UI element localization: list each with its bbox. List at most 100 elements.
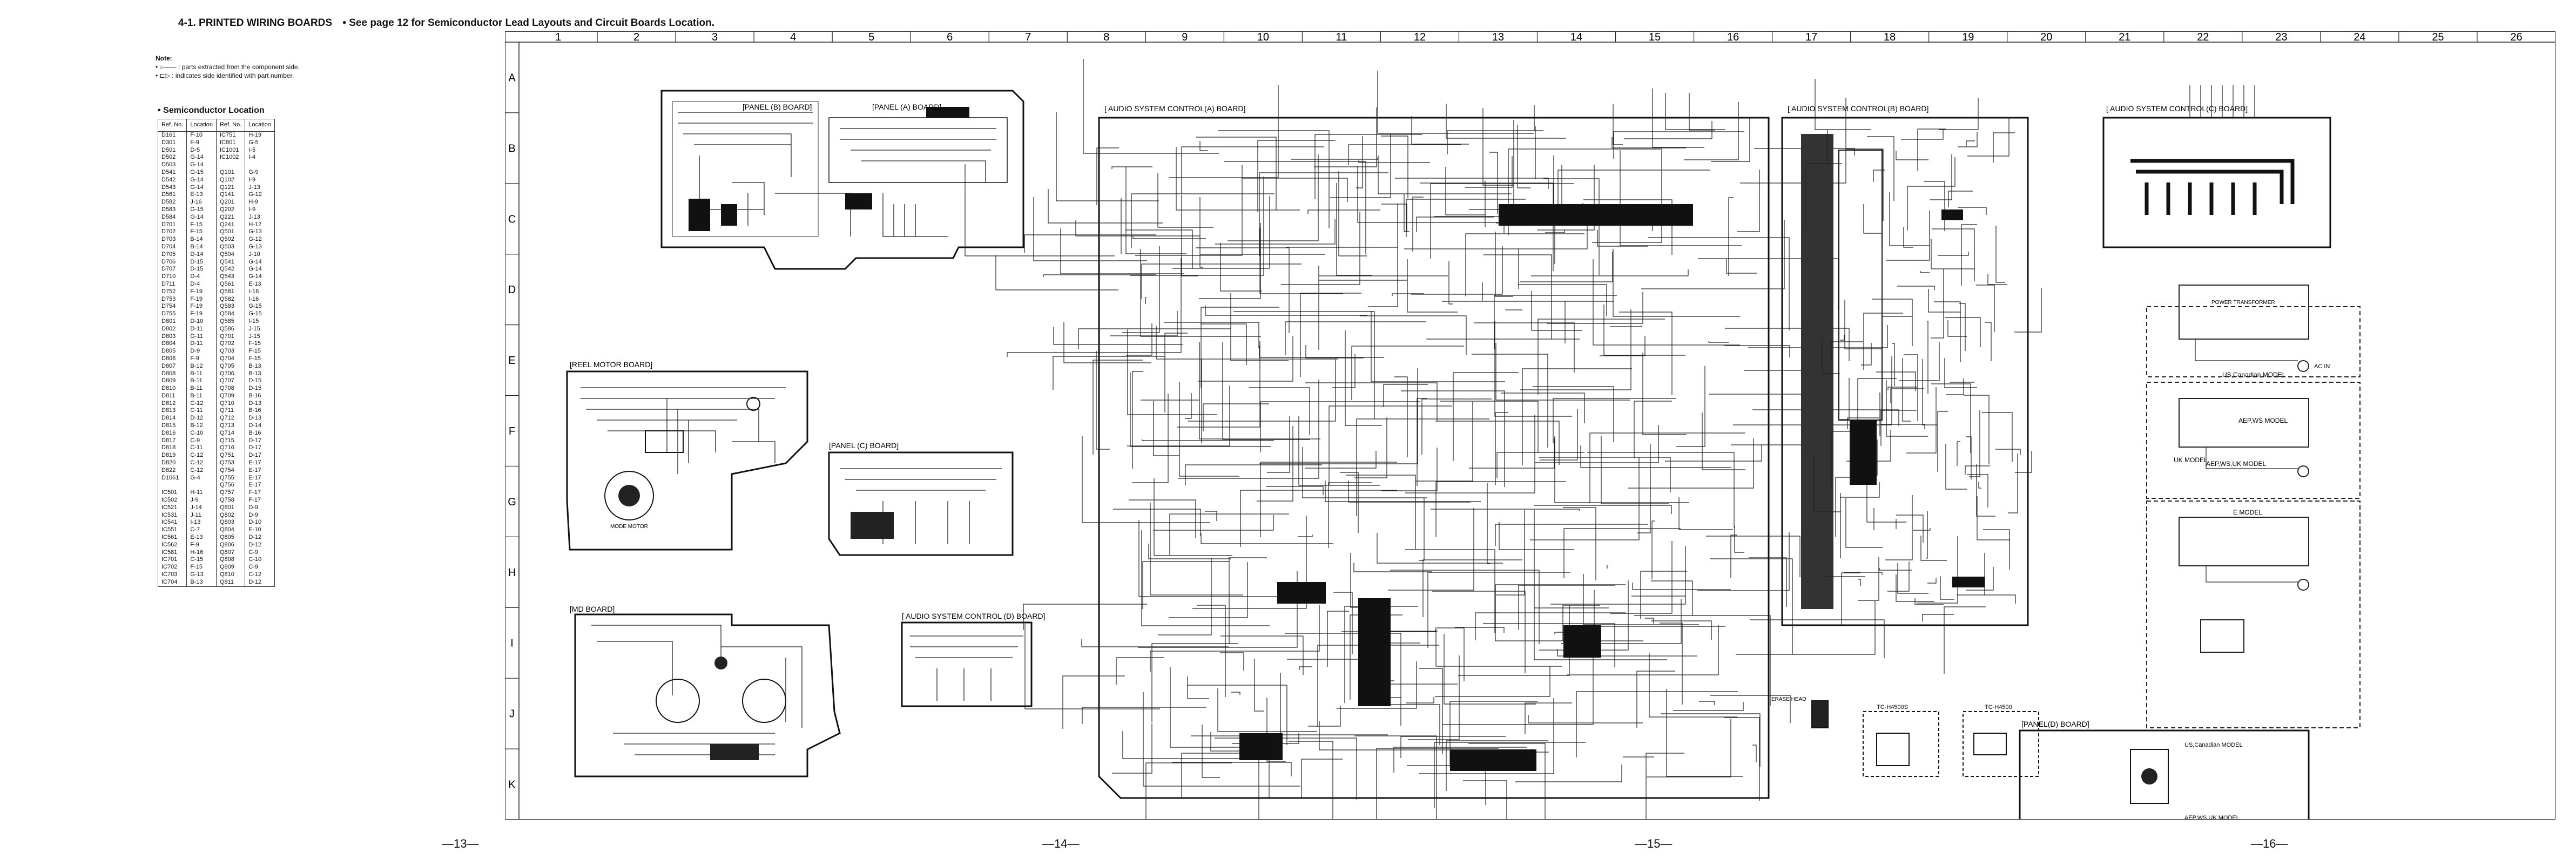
label-tc-h4500s: TC-H4500S (1877, 704, 1908, 711)
table-cell: E-10 (245, 526, 275, 535)
table-cell: Q756 (215, 482, 246, 490)
table-cell: Q701 (215, 333, 246, 341)
label-panel-c: [PANEL (C) BOARD] (829, 441, 899, 450)
table-cell: Q757 (215, 489, 246, 497)
table-cell: Q707 (215, 377, 246, 385)
table-cell: B-11 (186, 370, 217, 378)
board-labels: [PANEL (B) BOARD] [PANEL (A) BOARD] [ AU… (570, 103, 2330, 820)
table-cell: Q702 (215, 340, 246, 348)
grid-row-label: B (508, 143, 515, 154)
section-subtitle: • See page 12 for Semiconductor Lead Lay… (342, 17, 714, 29)
table-cell: G-12 (245, 236, 275, 244)
grid-row-label: J (509, 708, 515, 720)
col-header-ref1: Ref. No. (157, 119, 187, 132)
table-cell: Q705 (215, 362, 246, 370)
table-cell: C-11 (186, 407, 217, 415)
table-cell: Q504 (215, 251, 246, 259)
table-cell: D710 (157, 273, 187, 281)
table-cell: IC703 (157, 571, 187, 579)
table-cell: IC562 (157, 541, 187, 549)
table-cell: D-12 (245, 534, 275, 542)
grid-column-label: 24 (2354, 31, 2365, 43)
table-cell: I-16 (245, 295, 275, 303)
table-cell: D561 (157, 191, 187, 199)
table-cell: J-11 (186, 511, 217, 519)
note-title: Note: (156, 55, 172, 62)
table-cell: D-4 (186, 280, 217, 288)
table-cell: IC502 (157, 497, 187, 504)
grid-column-label: 11 (1336, 31, 1347, 43)
table-cell: D582 (157, 199, 187, 206)
table-cell: E-13 (186, 534, 217, 542)
table-cell: Q715 (215, 437, 246, 445)
table-cell: D711 (157, 280, 187, 288)
label-aep-ws-uk: AEP,WS,UK MODEL (2206, 460, 2266, 468)
table-cell: J-13 (245, 184, 275, 192)
grid-column-label: 25 (2432, 31, 2444, 43)
table-cell: B-16 (245, 407, 275, 415)
table-cell: G-14 (186, 213, 217, 221)
table-cell: Q716 (215, 444, 246, 452)
table-cell: Q811 (215, 578, 246, 587)
table-cell: F-19 (186, 288, 217, 296)
table-cell: D-12 (245, 578, 275, 587)
grid-row-label: G (508, 496, 516, 508)
table-cell (157, 482, 187, 490)
table-cell: D-11 (186, 325, 217, 333)
table-cell: IC541 (157, 519, 187, 527)
table-cell: Q502 (215, 236, 246, 244)
table-cell: Q810 (215, 571, 246, 579)
table-cell: Q804 (215, 526, 246, 535)
table-cell: G-14 (245, 273, 275, 281)
table-cell: D502 (157, 154, 187, 162)
table-cell: D-15 (186, 266, 217, 274)
table-cell: D813 (157, 407, 187, 415)
grid-column-label: 8 (1103, 31, 1109, 43)
table-cell: C-12 (245, 571, 275, 579)
grid-column-label: 23 (2275, 31, 2287, 43)
table-cell: J-15 (245, 325, 275, 333)
table-cell: IC551 (157, 526, 187, 535)
table-cell: D-17 (245, 437, 275, 445)
label-ac-in: AC IN (2314, 363, 2330, 370)
label-audio-b: [ AUDIO SYSTEM CONTROL(B) BOARD] (1788, 104, 1928, 113)
table-cell: D752 (157, 288, 187, 296)
table-cell: Q543 (215, 273, 246, 281)
table-cell: D805 (157, 348, 187, 355)
section-title: 4-1. PRINTED WIRING BOARDS (178, 17, 333, 29)
table-cell: G-12 (245, 191, 275, 199)
table-cell: D819 (157, 452, 187, 460)
page-heading: 4-1. PRINTED WIRING BOARDS • See page 12… (178, 17, 714, 29)
label-panel-d-model2: AEP,WS,UK MODEL (2184, 815, 2240, 820)
label-mode-motor: MODE MOTOR (610, 524, 648, 530)
table-cell: H-11 (186, 489, 217, 497)
label-uk-model: UK MODEL (2174, 456, 2208, 464)
table-cell: D701 (157, 221, 187, 229)
grid-column-label: 5 (868, 31, 874, 43)
grid-column-label: 13 (1492, 31, 1504, 43)
table-cell: B-12 (186, 362, 217, 370)
table-cell: Q201 (215, 199, 246, 206)
